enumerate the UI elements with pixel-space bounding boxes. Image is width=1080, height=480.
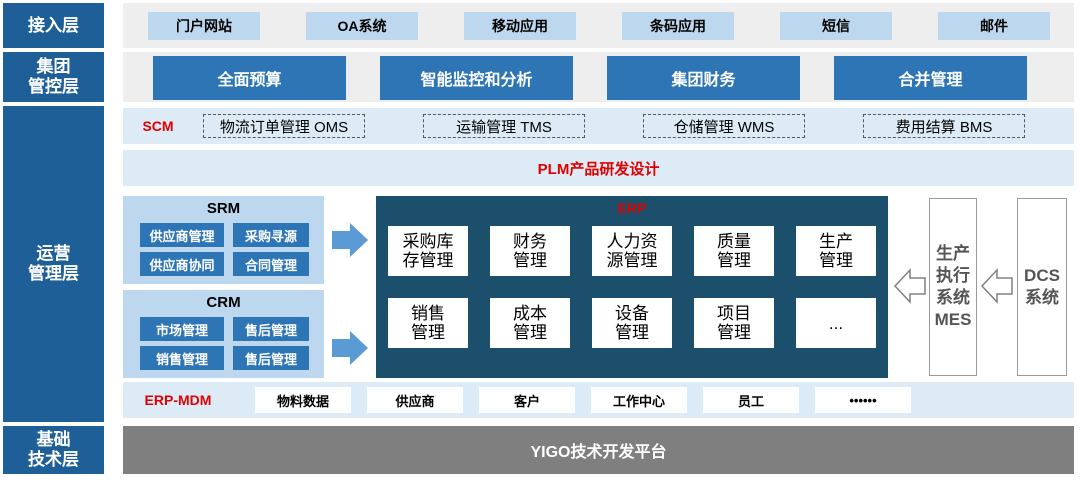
access-item-mail: 邮件 [938, 12, 1050, 40]
arrow-left-icon [893, 268, 926, 304]
srm-item-sourcing: 采购寻源 [233, 223, 309, 247]
arrow-right-icon [332, 331, 368, 365]
access-item-oa: OA系统 [306, 12, 418, 40]
arrow-left-icon [980, 268, 1013, 304]
mdm-item-supplier: 供应商 [367, 387, 463, 413]
crm-item-aftersales-2: 售后管理 [233, 346, 309, 370]
access-item-mobile: 移动应用 [464, 12, 576, 40]
erp-item-sales: 销售 管理 [388, 298, 468, 348]
crm-title: CRM [206, 293, 241, 311]
group-item-monitor: 智能监控和分析 [380, 56, 573, 100]
erp-item-hr: 人力资 源管理 [592, 226, 672, 276]
erp-item-cost: 成本 管理 [490, 298, 570, 348]
mdm-item-customer: 客户 [479, 387, 575, 413]
arrow-right-icon [332, 223, 368, 257]
scm-item-bms: 费用结算 BMS [863, 114, 1025, 138]
access-item-portal: 门户网站 [148, 12, 260, 40]
srm-item-contract: 合同管理 [233, 252, 309, 276]
scm-label: SCM [142, 118, 174, 134]
crm-item-market: 市场管理 [140, 317, 224, 341]
erp-item-production: 生产 管理 [796, 226, 876, 276]
layer-label-access: 接入层 [3, 3, 104, 48]
layer-label-group: 集团 管控层 [3, 52, 104, 102]
access-item-barcode: 条码应用 [622, 12, 734, 40]
group-item-consolidation: 合并管理 [834, 56, 1027, 100]
dcs-box: DCS 系统 [1017, 198, 1067, 376]
srm-item-supplier-collab: 供应商协同 [140, 252, 224, 276]
platform-band: YIGO技术开发平台 [123, 426, 1074, 474]
erp-item-purchase-inventory: 采购库 存管理 [388, 226, 468, 276]
access-item-sms: 短信 [780, 12, 892, 40]
erp-item-more: ... [796, 298, 876, 348]
scm-item-wms: 仓储管理 WMS [643, 114, 805, 138]
layer-label-operation: 运营 管理层 [3, 106, 104, 422]
erp-item-equipment: 设备 管理 [592, 298, 672, 348]
layer-label-base: 基础 技术层 [3, 426, 104, 474]
plm-band: PLM产品研发设计 [123, 150, 1074, 186]
mes-box: 生产 执行 系统 MES [929, 198, 977, 376]
srm-item-supplier-mgmt: 供应商管理 [140, 223, 224, 247]
group-item-budget: 全面预算 [153, 56, 346, 100]
srm-title: SRM [206, 199, 241, 217]
erp-title: ERP [617, 200, 647, 216]
mdm-item-more: •••••• [815, 387, 911, 413]
crm-item-aftersales-1: 售后管理 [233, 317, 309, 341]
scm-item-tms: 运输管理 TMS [423, 114, 585, 138]
access-band [123, 3, 1074, 48]
mdm-item-work-center: 工作中心 [591, 387, 687, 413]
erp-box [376, 196, 888, 378]
erp-item-project: 项目 管理 [694, 298, 774, 348]
scm-item-oms: 物流订单管理 OMS [203, 114, 365, 138]
mdm-item-material: 物料数据 [255, 387, 351, 413]
crm-item-sales: 销售管理 [140, 346, 224, 370]
mdm-label: ERP-MDM [144, 392, 212, 408]
group-item-finance: 集团财务 [607, 56, 800, 100]
erp-item-finance: 财务 管理 [490, 226, 570, 276]
erp-item-quality: 质量 管理 [694, 226, 774, 276]
mdm-item-employee: 员工 [703, 387, 799, 413]
